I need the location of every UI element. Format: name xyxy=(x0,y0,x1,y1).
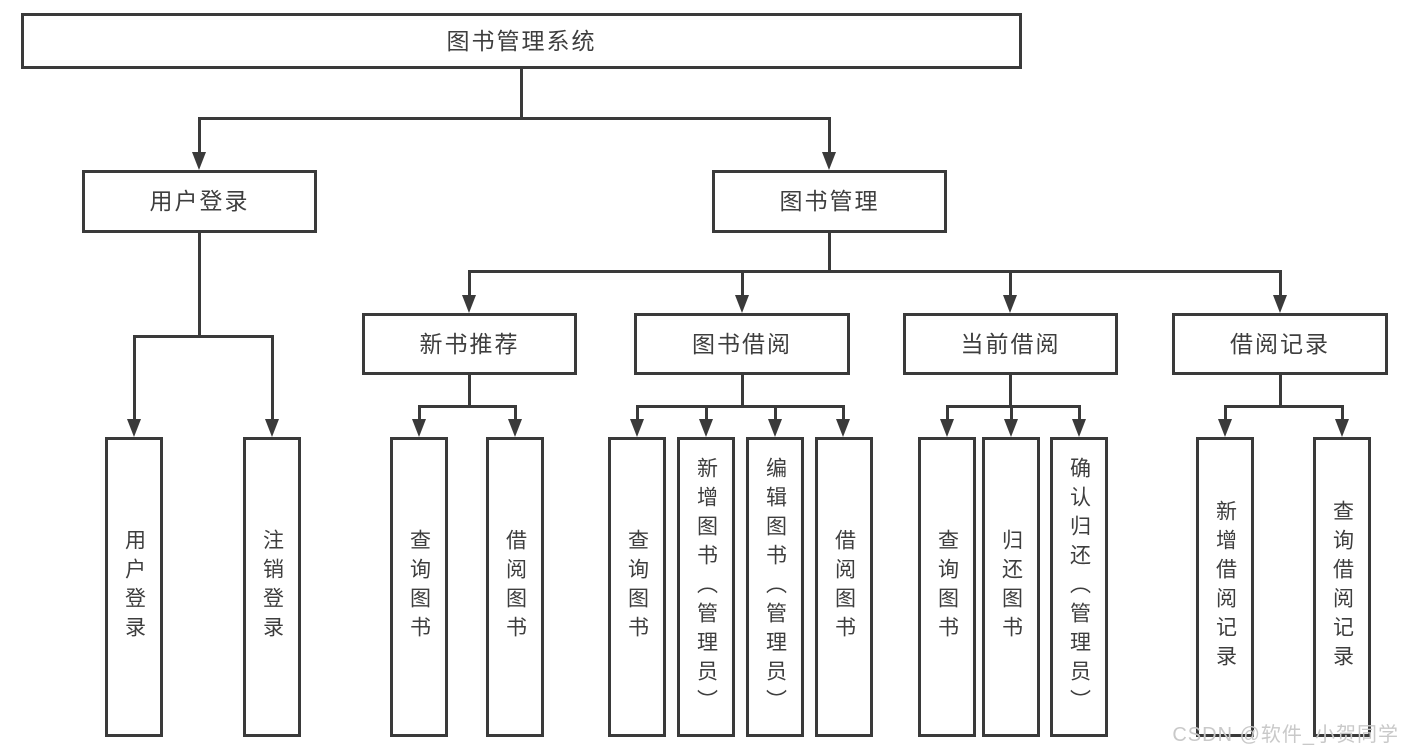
connector-line xyxy=(520,69,523,117)
node-book-management: 图书管理 xyxy=(712,170,947,233)
arrowhead-down-icon xyxy=(1003,295,1017,313)
connector-line xyxy=(133,335,274,338)
connector-line xyxy=(468,270,1282,273)
connector-line xyxy=(1009,270,1012,295)
arrowhead-down-icon xyxy=(822,152,836,170)
connector-line xyxy=(1279,375,1282,405)
leaf-edit-book-admin: 编辑图书（管理员） xyxy=(746,437,804,737)
node-label: 新书推荐 xyxy=(419,330,520,357)
leaf-query-books-borrowing: 查询图书 xyxy=(608,437,666,737)
arrowhead-down-icon xyxy=(735,295,749,313)
leaf-query-books-recommend: 查询图书 xyxy=(390,437,448,737)
arrowhead-down-icon xyxy=(1273,295,1287,313)
arrowhead-down-icon xyxy=(265,419,279,437)
leaf-confirm-return-admin: 确认归还（管理员） xyxy=(1050,437,1108,737)
connector-line xyxy=(1010,405,1013,419)
leaf-logout: 注销登录 xyxy=(243,437,301,737)
node-label: 新增图书（管理员） xyxy=(694,456,718,718)
node-label: 查询图书 xyxy=(625,529,649,645)
connector-line xyxy=(514,405,517,419)
arrowhead-down-icon xyxy=(412,419,426,437)
node-label: 用户登录 xyxy=(149,188,250,214)
arrowhead-down-icon xyxy=(508,419,522,437)
node-label: 用户登录 xyxy=(122,529,146,645)
connector-line xyxy=(774,405,777,419)
connector-line xyxy=(1341,405,1344,419)
node-label: 注销登录 xyxy=(260,529,284,645)
node-label: 借阅图书 xyxy=(832,529,856,645)
node-label: 当前借阅 xyxy=(960,330,1061,357)
connector-line xyxy=(418,405,517,408)
leaf-add-borrow-record: 新增借阅记录 xyxy=(1196,437,1254,737)
connector-line xyxy=(741,270,744,295)
arrowhead-down-icon xyxy=(768,419,782,437)
node-label: 查询图书 xyxy=(935,529,959,645)
leaf-return-books: 归还图书 xyxy=(982,437,1040,737)
node-library-management-system: 图书管理系统 xyxy=(21,13,1022,69)
leaf-query-books-current: 查询图书 xyxy=(918,437,976,737)
node-new-book-recommendation: 新书推荐 xyxy=(362,313,577,375)
connector-line xyxy=(946,405,949,419)
node-label: 图书管理系统 xyxy=(446,27,597,54)
node-book-borrowing: 图书借阅 xyxy=(634,313,850,375)
leaf-query-borrow-record: 查询借阅记录 xyxy=(1313,437,1371,737)
node-label: 查询图书 xyxy=(407,529,431,645)
connector-line xyxy=(1224,405,1227,419)
connector-line xyxy=(741,375,744,405)
connector-line xyxy=(468,270,471,295)
connector-line xyxy=(842,405,845,419)
arrowhead-down-icon xyxy=(127,419,141,437)
arrowhead-down-icon xyxy=(836,419,850,437)
connector-line xyxy=(636,405,845,408)
connector-line xyxy=(828,117,831,153)
connector-line xyxy=(468,375,471,405)
leaf-borrow-books: 借阅图书 xyxy=(815,437,873,737)
connector-line xyxy=(1078,405,1081,419)
arrowhead-down-icon xyxy=(1072,419,1086,437)
node-label: 确认归还（管理员） xyxy=(1067,456,1091,718)
node-current-borrowing: 当前借阅 xyxy=(903,313,1118,375)
arrowhead-down-icon xyxy=(699,419,713,437)
arrowhead-down-icon xyxy=(1218,419,1232,437)
connector-line xyxy=(1279,270,1282,295)
leaf-add-book-admin: 新增图书（管理员） xyxy=(677,437,735,737)
connector-line xyxy=(198,117,201,153)
node-label: 查询借阅记录 xyxy=(1330,500,1354,674)
connector-line xyxy=(1009,375,1012,405)
arrowhead-down-icon xyxy=(1004,419,1018,437)
connector-line xyxy=(636,405,639,419)
csdn-watermark: CSDN @软件_小贺同学 xyxy=(1172,724,1399,746)
node-label: 图书借阅 xyxy=(692,330,792,357)
arrowhead-down-icon xyxy=(630,419,644,437)
node-user-login: 用户登录 xyxy=(82,170,317,233)
node-label: 编辑图书（管理员） xyxy=(763,456,787,718)
connector-line xyxy=(198,233,201,335)
connector-line xyxy=(828,233,831,270)
connector-line xyxy=(133,335,136,419)
node-label: 归还图书 xyxy=(999,529,1023,645)
node-label: 图书管理 xyxy=(779,188,880,214)
leaf-borrow-books-recommend: 借阅图书 xyxy=(486,437,544,737)
arrowhead-down-icon xyxy=(192,152,206,170)
connector-line xyxy=(946,405,1081,408)
leaf-user-login: 用户登录 xyxy=(105,437,163,737)
node-label: 新增借阅记录 xyxy=(1213,500,1237,674)
node-borrow-records: 借阅记录 xyxy=(1172,313,1388,375)
arrowhead-down-icon xyxy=(1335,419,1349,437)
arrowhead-down-icon xyxy=(940,419,954,437)
arrowhead-down-icon xyxy=(462,295,476,313)
connector-line xyxy=(1224,405,1344,408)
connector-line xyxy=(271,335,274,419)
node-label: 借阅记录 xyxy=(1230,330,1330,357)
connector-line xyxy=(705,405,708,419)
connector-line xyxy=(418,405,421,419)
connector-line xyxy=(198,117,831,120)
node-label: 借阅图书 xyxy=(503,529,527,645)
